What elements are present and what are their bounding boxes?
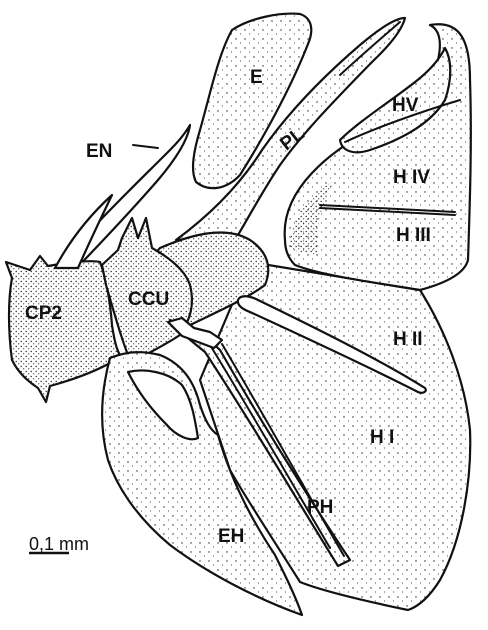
label-ccu: CCU [128,289,169,310]
epural-shading [193,14,311,189]
label-cp2: CP2 [25,303,62,324]
label-e: E [250,67,263,88]
label-hii: H II [393,329,423,350]
label-ph: PH [307,497,333,518]
label-hv: HV [392,95,419,116]
label-eh: EH [218,526,244,547]
label-en: EN [86,141,112,162]
label-hiv: H IV [393,167,430,188]
pleurostyle-inner-line [340,22,400,75]
label-hi: H I [370,427,394,448]
label-hiii: H III [396,225,431,246]
scale-bar-text: 0,1 mm [29,534,89,554]
epineural-leader-line [133,145,158,148]
